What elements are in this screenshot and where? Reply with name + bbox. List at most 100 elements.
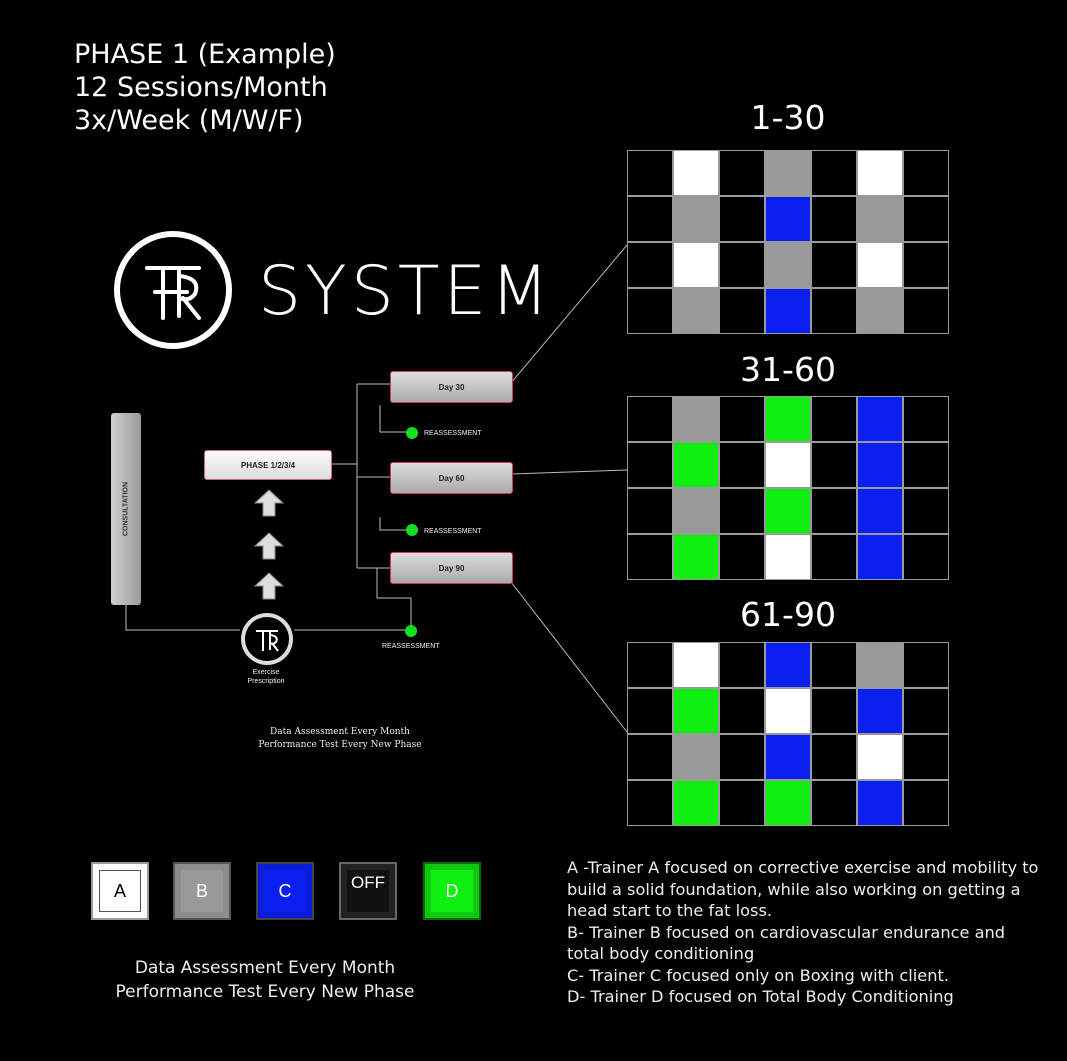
grid-cell-d	[673, 534, 719, 580]
phase-title-line-2: 12 Sessions/Month	[74, 72, 328, 103]
grid-cell-off	[903, 396, 949, 442]
reassessment-label-2: REASSESSMENT	[424, 528, 482, 535]
grid-cell-c	[857, 442, 903, 488]
exercise-prescription-label: Exercise Prescription	[226, 668, 306, 686]
grid-cell-a	[857, 150, 903, 196]
reassessment-dot-2	[406, 524, 418, 536]
grid-cell-off	[903, 196, 949, 242]
phase-title-line-3: 3x/Week (M/W/F)	[74, 105, 304, 136]
legend-key-b-label: B	[181, 870, 223, 912]
trf-logo-icon	[114, 231, 232, 349]
grid-label-3: 61-90	[740, 595, 836, 634]
legend-key-off: OFF	[339, 862, 397, 920]
grid-cell-b	[673, 734, 719, 780]
phase-box: PHASE 1/2/3/4	[204, 450, 332, 480]
grid-cell-off	[719, 780, 765, 826]
grid-cell-off	[719, 396, 765, 442]
grid-cell-off	[811, 242, 857, 288]
grid-cell-off	[903, 642, 949, 688]
grid-cell-off	[811, 288, 857, 334]
grid-cell-off	[627, 242, 673, 288]
grid-cell-c	[765, 288, 811, 334]
grid-cell-a	[857, 242, 903, 288]
grid-cell-off	[811, 396, 857, 442]
grid-cell-b	[857, 642, 903, 688]
grid-cell-off	[627, 534, 673, 580]
day-30-box: Day 30	[390, 371, 513, 403]
grid-cell-a	[765, 442, 811, 488]
trainer-c-description: C- Trainer C focused only on Boxing with…	[567, 965, 949, 985]
grid-cell-off	[811, 442, 857, 488]
grid-cell-off	[719, 534, 765, 580]
grid-cell-off	[627, 642, 673, 688]
phase-title: PHASE 1 (Example) 12 Sessions/Month 3x/W…	[74, 38, 336, 137]
reassessment-dot-3	[405, 625, 417, 637]
grid-cell-b	[673, 488, 719, 534]
grid-cell-c	[857, 396, 903, 442]
exercise-label-line-2: Prescription	[247, 678, 285, 685]
grid-cell-off	[903, 534, 949, 580]
grid-cell-d	[765, 396, 811, 442]
grid-cell-a	[673, 150, 719, 196]
grid-cell-off	[811, 534, 857, 580]
trainer-b-description: B- Trainer B focused on cardiovascular e…	[567, 922, 1006, 964]
grid-cell-off	[903, 688, 949, 734]
grid-cell-b	[673, 196, 719, 242]
grid-cell-d	[673, 688, 719, 734]
grid-cell-off	[811, 642, 857, 688]
grid-label-1: 1-30	[750, 98, 826, 137]
grid-cell-off	[719, 288, 765, 334]
grid-cell-b	[857, 288, 903, 334]
grid-cell-off	[627, 288, 673, 334]
grid-cell-c	[857, 488, 903, 534]
legend-key-a-label: A	[99, 870, 141, 912]
grid-cell-off	[903, 288, 949, 334]
grid-cell-off	[811, 196, 857, 242]
exercise-label-line-1: Exercise	[252, 669, 280, 676]
consultation-label: CONSULTATION	[122, 481, 130, 537]
grid-cell-off	[903, 780, 949, 826]
grid-cell-c	[765, 642, 811, 688]
grid-cell-c	[857, 534, 903, 580]
grid-cell-off	[903, 242, 949, 288]
bottom-note-line-2: Performance Test Every New Phase	[115, 982, 415, 1002]
grid-cell-c	[857, 780, 903, 826]
grid-cell-off	[811, 488, 857, 534]
bottom-note-line-1: Data Assessment Every Month	[134, 958, 396, 978]
legend-key-off-label: OFF	[347, 870, 389, 912]
schedule-grid-3-svg	[627, 642, 949, 826]
grid-cell-d	[673, 780, 719, 826]
grid-cell-off	[627, 488, 673, 534]
small-note-line-1: Data Assessment Every Month	[270, 727, 410, 737]
grid-cell-off	[811, 688, 857, 734]
grid-cell-off	[627, 780, 673, 826]
grid-cell-off	[811, 780, 857, 826]
up-arrow-icon	[254, 572, 284, 600]
small-note: Data Assessment Every Month Performance …	[230, 726, 450, 752]
reassessment-label-1: REASSESSMENT	[424, 430, 482, 437]
phase-title-line-1: PHASE 1 (Example)	[74, 39, 336, 70]
reassessment-label-3: REASSESSMENT	[382, 643, 440, 650]
bottom-note: Data Assessment Every Month Performance …	[90, 956, 440, 1004]
grid-cell-off	[719, 734, 765, 780]
trainer-d-description: D- Trainer D focused on Total Body Condi…	[567, 987, 954, 1006]
schedule-grid-1	[627, 150, 949, 334]
grid-cell-off	[719, 150, 765, 196]
consultation-box: CONSULTATION	[111, 413, 141, 605]
grid-cell-d	[765, 780, 811, 826]
small-note-line-2: Performance Test Every New Phase	[258, 740, 422, 750]
grid-cell-off	[719, 242, 765, 288]
grid-cell-off	[627, 196, 673, 242]
grid-cell-b	[765, 242, 811, 288]
grid-cell-c	[765, 734, 811, 780]
legend-key-c-label: C	[264, 870, 306, 912]
grid-cell-b	[765, 150, 811, 196]
legend-key-b: B	[173, 862, 231, 920]
grid-cell-a	[673, 642, 719, 688]
legend-key-d: D	[423, 862, 481, 920]
trainer-a-description: A -Trainer A focused on corrective exerc…	[567, 858, 1039, 920]
schedule-grid-1-svg	[627, 150, 949, 334]
grid-cell-d	[673, 442, 719, 488]
grid-cell-c	[765, 196, 811, 242]
